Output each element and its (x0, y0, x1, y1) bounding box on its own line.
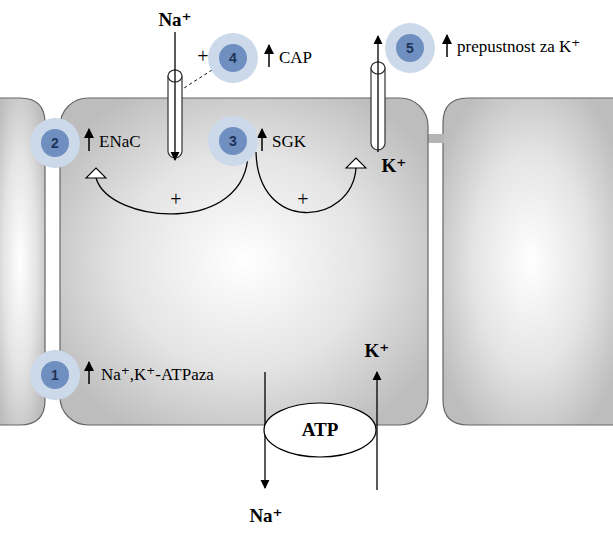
callout-circle: 1 (30, 350, 80, 400)
na-flux-arrow (174, 32, 175, 160)
diagram-label: ENaC (99, 133, 141, 150)
callout-number: 5 (406, 40, 414, 56)
callout-number: 4 (229, 50, 237, 66)
diagram-label: K⁺ (365, 341, 390, 360)
callout-core: 1 (41, 361, 69, 389)
leader-line (184, 70, 212, 88)
stimulation-curve (256, 152, 356, 213)
neighbour-cell (443, 98, 613, 425)
callout-number: 1 (51, 367, 59, 383)
callout-circle: 3 (208, 116, 258, 166)
diagram-label: SGK (272, 133, 306, 150)
diagram-label: Na⁺ (158, 10, 191, 29)
callout-core: 3 (219, 127, 247, 155)
callout-core: 5 (396, 34, 424, 62)
diagram-label: + (170, 189, 181, 209)
diagram-label: prepustnost za K⁺ (457, 38, 580, 55)
callout-number: 2 (51, 135, 59, 151)
callout-circle: 2 (30, 118, 80, 168)
k-flux-arrow (377, 36, 378, 152)
diagram-label: K⁺ (382, 156, 407, 175)
callout-core: 2 (41, 129, 69, 157)
pump-label: ATP (302, 419, 339, 441)
tight-junction (427, 134, 444, 143)
diagram-label: Na⁺ (249, 506, 282, 525)
diagram-label: CAP (279, 49, 312, 66)
diagram-label: + (197, 46, 208, 66)
diagram-label: Na⁺,K⁺-ATPaza (101, 366, 214, 383)
increase-arrows (89, 35, 447, 384)
callout-number: 3 (229, 133, 237, 149)
diagram-label: + (297, 189, 308, 209)
callout-core: 4 (219, 44, 247, 72)
callout-circle: 5 (385, 23, 435, 73)
callout-circle: 4 (208, 33, 258, 83)
atpase-ellipse: ATP (263, 402, 377, 458)
